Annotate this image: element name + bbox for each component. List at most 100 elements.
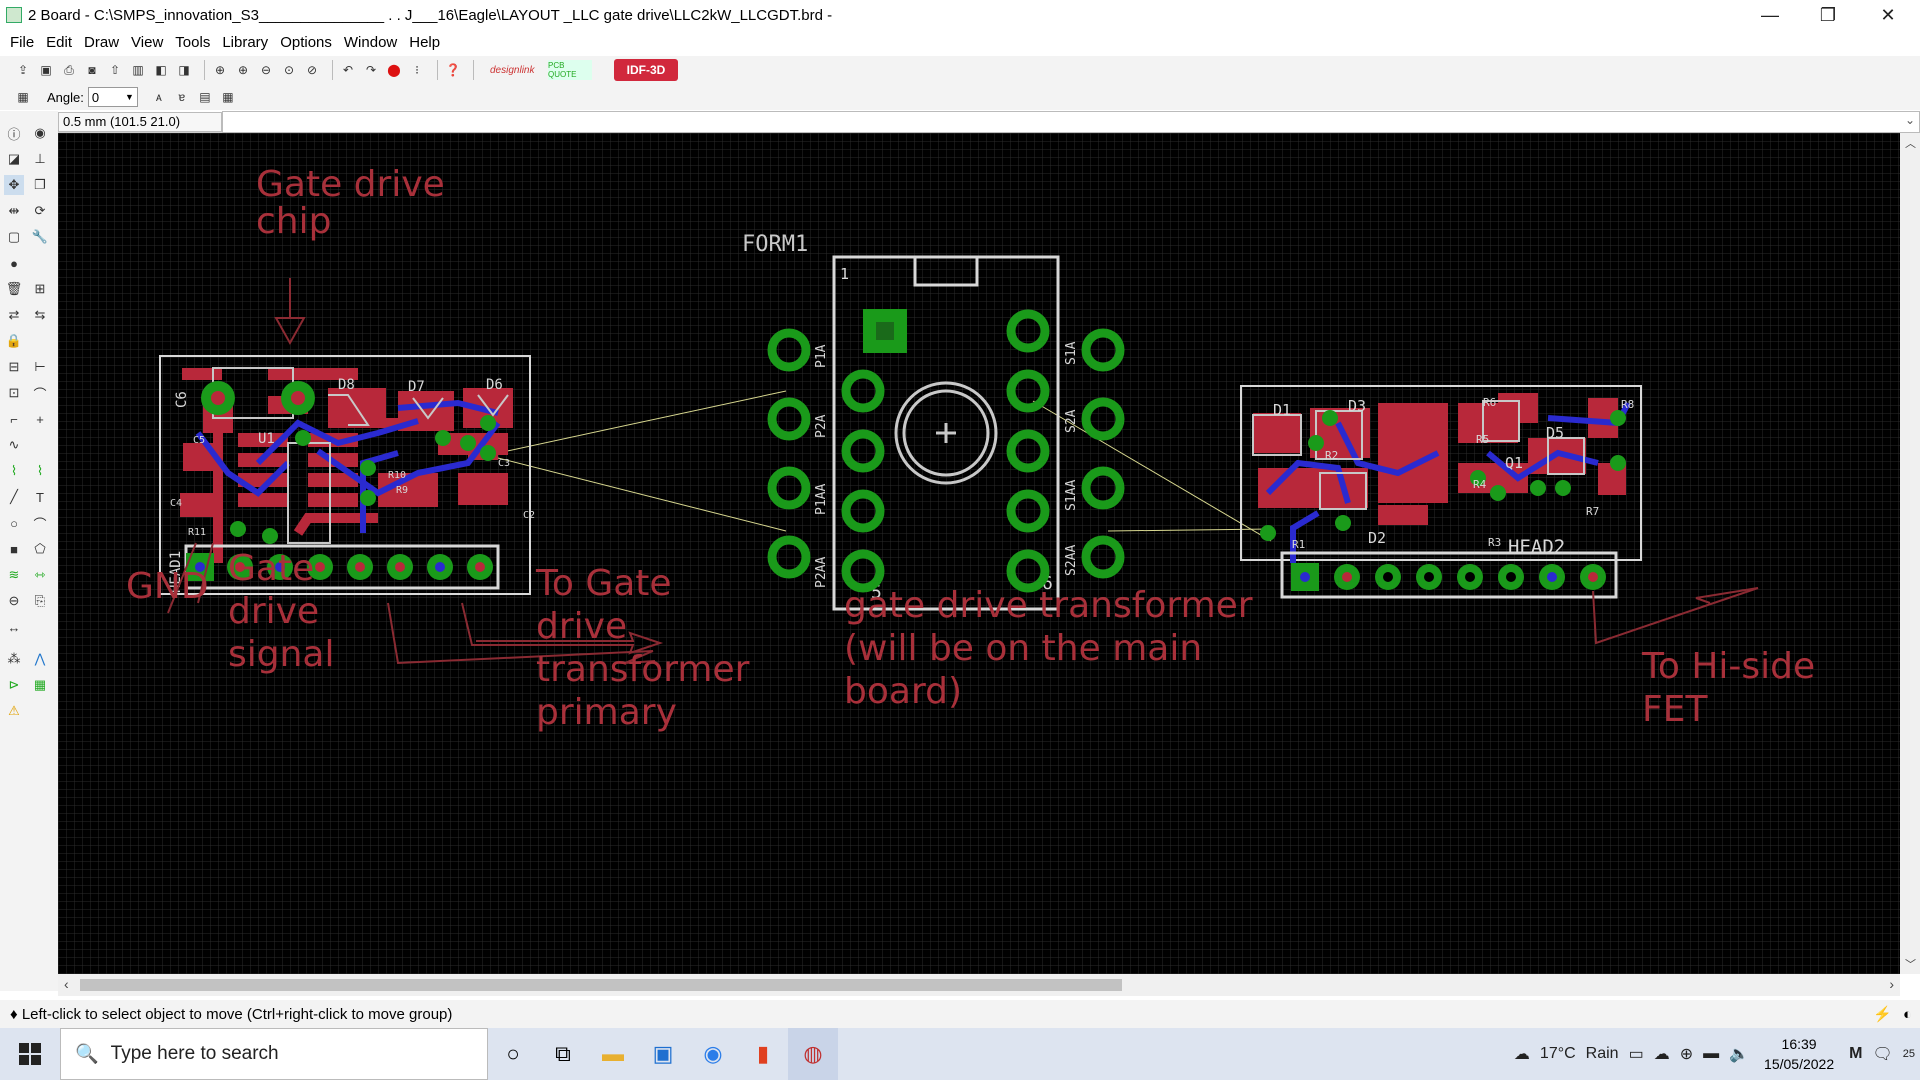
undo-icon[interactable]: ↶ [342,63,354,77]
lock-icon[interactable]: 🔒 [5,333,23,348]
open-icon[interactable]: ⇪ [17,63,29,77]
ripup-icon[interactable]: ⌇ [36,463,44,478]
onedrive-icon[interactable]: ☁ [1653,1046,1670,1063]
weather-desc[interactable]: Rain [1585,1045,1619,1062]
command-line-input[interactable]: ⌄ [222,111,1920,133]
store-icon[interactable]: ▣ [652,1041,674,1066]
board-drawing[interactable]: C6 D8 D7 D6 C5 U1 C4 R10 R9 C3 R11 C2 HE… [58,133,1900,974]
office-icon[interactable]: ▮ [756,1041,770,1066]
display-icon[interactable]: ◪ [7,151,21,166]
eagle-taskbar-icon[interactable]: ◍ [788,1028,838,1080]
optimize-icon[interactable]: ⊡ [8,385,20,400]
task-view-icon[interactable]: ⧉ [555,1041,571,1066]
mark-icon[interactable]: ⊥ [34,151,46,166]
battery-icon[interactable]: ▬ [1703,1045,1720,1062]
network-icon[interactable]: ⊕ [1679,1046,1694,1063]
wire-icon[interactable]: ╱ [10,489,18,504]
script-icon[interactable]: ⇧ [109,63,121,77]
rectangle-icon[interactable]: ■ [10,541,18,557]
meander-icon[interactable]: ⌒ [33,386,47,402]
menu-help[interactable]: Help [409,33,441,51]
minimize-button[interactable]: — [1761,4,1779,25]
volume-icon[interactable]: 🔈 [1729,1046,1750,1063]
warning-icon[interactable]: ⚠ [8,703,20,718]
app-tray-icon[interactable]: M [1849,1045,1863,1062]
menu-options[interactable]: Options [280,33,332,51]
board-canvas[interactable]: C6 D8 D7 D6 C5 U1 C4 R10 R9 C3 R11 C2 HE… [58,133,1900,974]
text-normal-icon[interactable]: ᴀ [155,90,162,104]
chat-app-icon[interactable]: ◉ [703,1041,723,1066]
group-icon[interactable]: ▢ [7,229,21,244]
change-icon[interactable]: 🔧 [31,229,49,244]
file-explorer-icon[interactable]: ▬ [602,1041,624,1066]
vertical-scrollbar[interactable]: ︿ ﹀ [1900,133,1920,974]
schematic-switch-icon[interactable]: ◧ [155,63,167,77]
zoom-select-icon[interactable]: ⊘ [306,63,318,77]
transformer-form1[interactable]: FORM1 1 5 6 P1A [742,232,1125,611]
menu-file[interactable]: File [10,33,35,51]
right-board[interactable]: D1 D3 R6 R8 R2 D5 R5 Q1 R4 R7 R1 D2 R3 H… [1240,385,1642,599]
menu-library[interactable]: Library [222,33,269,51]
horizontal-scroll-thumb[interactable] [80,979,1122,991]
route-multi-icon[interactable]: ⋀ [34,651,46,666]
layer-palette-icon[interactable]: ▤ [199,90,211,104]
circle-icon[interactable]: ○ [10,515,18,531]
zoom-redraw-icon[interactable]: ⊙ [283,63,295,77]
menu-draw[interactable]: Draw [84,33,120,51]
grid-icon[interactable]: ▦ [17,90,29,104]
text-mirror-icon[interactable]: ɐ [178,90,186,104]
pinswap-icon[interactable]: ⇆ [34,307,46,322]
scroll-left-icon[interactable]: ‹ [64,976,69,992]
autorouter-icon[interactable]: ⌇ [10,463,18,478]
lightning-icon[interactable]: ⚡ [1873,1006,1892,1023]
menu-view[interactable]: View [131,33,164,51]
attribute-icon[interactable]: ⎘ [34,593,46,608]
close-button[interactable]: ✕ [1880,4,1896,25]
fanout-icon[interactable]: ⊳ [8,677,20,692]
cortana-icon[interactable]: ○ [506,1041,520,1066]
paste-icon[interactable]: ● [10,255,18,271]
add-icon[interactable]: ⊞ [34,281,46,296]
replace-icon[interactable]: ⇄ [8,307,20,322]
meet-now-icon[interactable]: ▭ [1628,1046,1644,1063]
polygon-icon[interactable]: ⬠ [34,541,46,556]
scroll-down-icon[interactable]: ﹀ [1905,959,1916,971]
pcb-quote-button[interactable]: PCB QUOTE [548,60,592,80]
arc-icon[interactable]: ⌒ [33,516,47,532]
weather-icon[interactable]: ☁ [1513,1046,1530,1063]
start-button[interactable] [0,1028,60,1080]
layout-icon[interactable]: ▦ [33,677,47,692]
scroll-up-icon[interactable]: ︿ [1905,138,1916,150]
zoom-out-icon[interactable]: ⊖ [260,63,272,77]
zoom-in-icon[interactable]: ⊕ [237,63,249,77]
delete-icon[interactable]: 🗑 [5,281,23,296]
route-icon[interactable]: ⌐ [10,411,18,427]
move-icon[interactable]: ✥ [4,175,24,195]
idf-3d-button[interactable]: IDF-3D [614,59,678,81]
help-icon[interactable]: ❓ [445,63,461,77]
split-icon[interactable]: ⊢ [34,359,46,374]
copy-icon[interactable]: ❐ [34,177,46,192]
cam-icon[interactable]: ◙ [88,63,96,77]
via-icon[interactable]: + [36,411,44,427]
system-clock[interactable]: 16:39 15/05/2022 [1764,1034,1834,1074]
left-board[interactable]: C6 D8 D7 D6 C5 U1 C4 R10 R9 C3 R11 C2 HE… [159,355,535,595]
ulp-icon[interactable]: ▥ [132,63,144,77]
taskbar-search-box[interactable]: 🔍 Type here to search [60,1028,488,1080]
errors-icon[interactable]: ⁂ [7,651,21,666]
drc-icon[interactable]: ⇿ [34,567,46,582]
save-icon[interactable]: ▣ [40,63,52,77]
dimension-icon[interactable]: ↔ [7,619,21,635]
horizontal-scrollbar[interactable]: ‹ › [58,974,1900,996]
menu-edit[interactable]: Edit [46,33,73,51]
info-icon[interactable]: ⓘ [7,126,21,142]
weather-temp[interactable]: 17°C [1539,1045,1576,1062]
stop-icon[interactable]: ⬤ [387,63,401,77]
zoom-fit-icon[interactable]: ⊕ [214,63,226,77]
rotate-icon[interactable]: ⟳ [34,203,46,218]
designlink-button[interactable]: designlink [490,64,535,76]
notifications-icon[interactable]: 🗨 [1872,1046,1893,1063]
layer-stack-icon[interactable]: ▦ [222,90,234,104]
menu-tools[interactable]: Tools [175,33,211,51]
signal-icon[interactable]: ∿ [8,437,20,452]
